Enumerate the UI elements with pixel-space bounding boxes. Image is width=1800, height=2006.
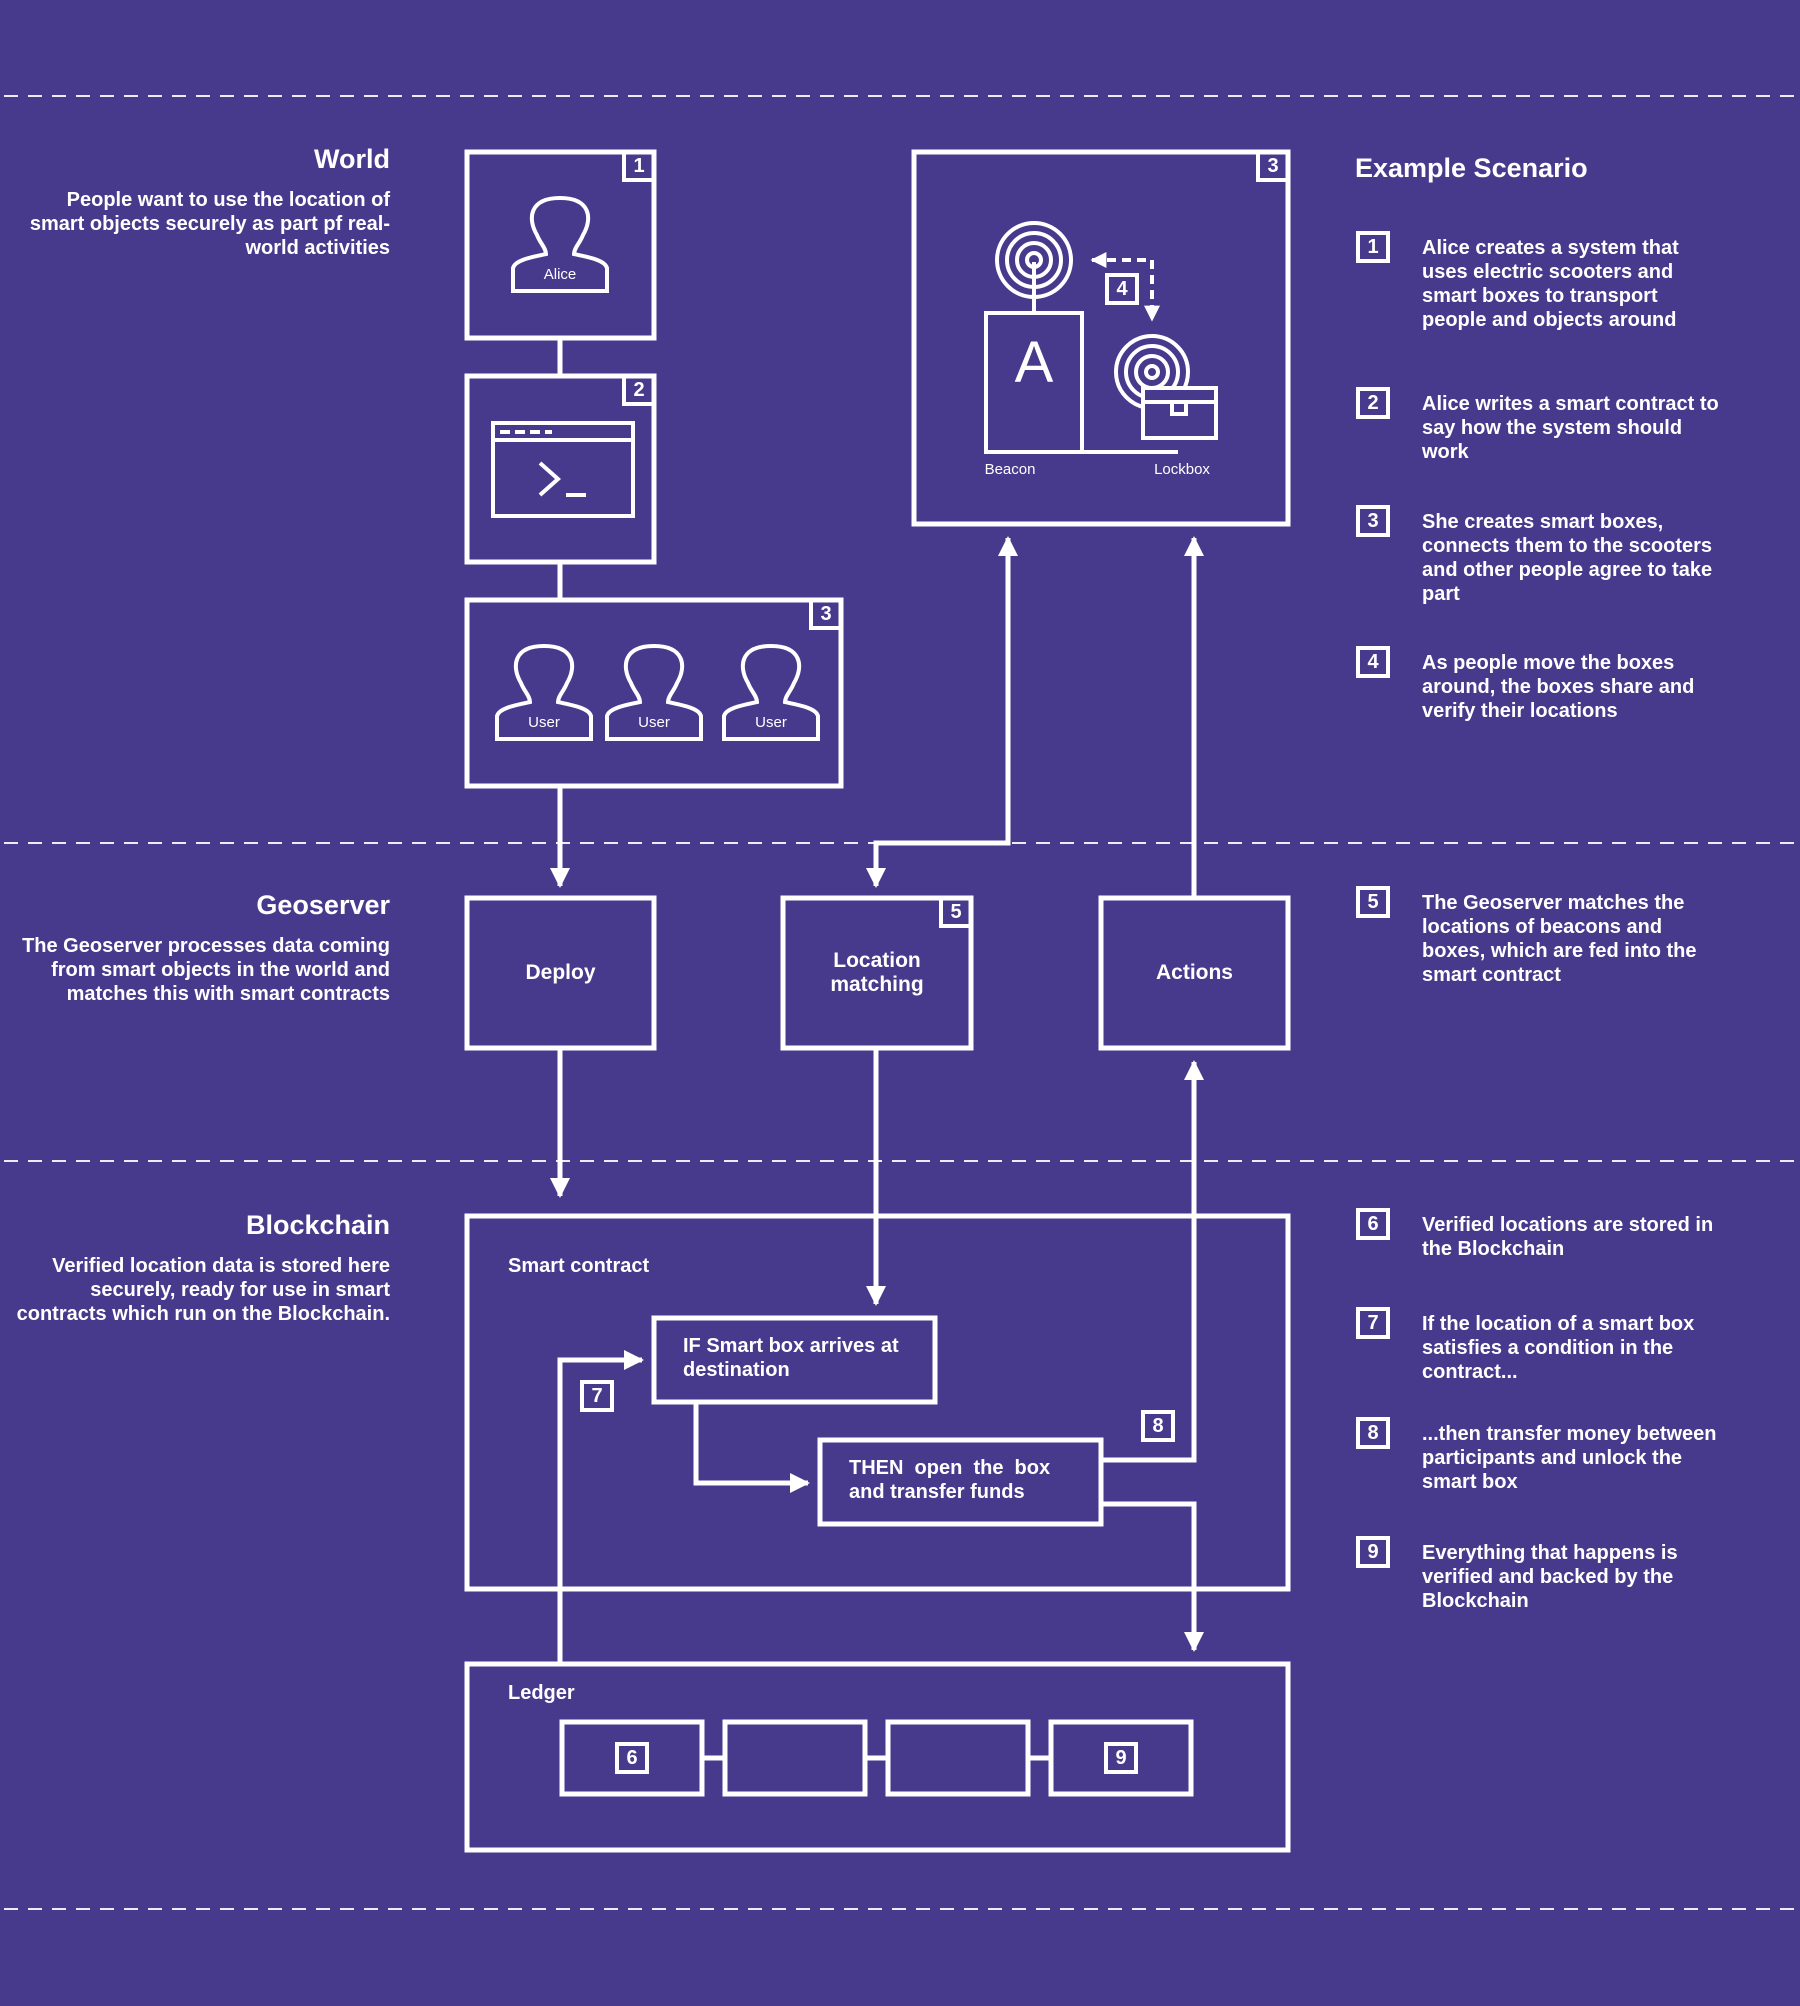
world-section-title: World <box>314 144 390 174</box>
scenario-step-number: 6 <box>1367 1213 1379 1235</box>
scenario-step-number: 9 <box>1367 1541 1379 1563</box>
ledger-block <box>885 1719 1031 1797</box>
location-matching-label: Location matching <box>830 949 924 996</box>
smart-contract-title: Smart contract <box>508 1255 650 1277</box>
blockchain-section-title: Blockchain <box>245 1210 390 1240</box>
alice-box-badge: 1 <box>633 155 645 177</box>
alice-person-icon <box>511 195 609 293</box>
scenario-step-text: Everything that happens is verified and … <box>1422 1542 1678 1612</box>
geoserver-section-description: The Geoserver processes data coming from… <box>22 935 390 1005</box>
scenario-step-number: 7 <box>1367 1312 1379 1334</box>
condition-box <box>651 1315 938 1405</box>
user-label: User <box>638 714 670 731</box>
condition-label: IF Smart box arrives at destination <box>683 1335 899 1381</box>
scenario-number-box <box>1356 1536 1390 1568</box>
beacon-signal-icon <box>995 221 1073 313</box>
user-label: User <box>528 714 560 731</box>
scenario-step-text: Alice creates a system that uses electri… <box>1422 237 1679 331</box>
ledger-block-badge: 9 <box>1115 1747 1127 1769</box>
scenario-number-box <box>1356 1417 1390 1449</box>
user-person-icon <box>495 643 593 741</box>
scenario-step-text: She creates smart boxes, connects them t… <box>1422 511 1713 605</box>
beacon-label: Beacon <box>984 461 1036 478</box>
beacon-lockbox-box <box>911 149 1291 527</box>
badge-8-frame <box>1141 1410 1175 1442</box>
badge-7-frame <box>580 1380 614 1412</box>
location-exchange-arrow <box>1090 252 1160 322</box>
lockbox-icon <box>1141 386 1218 440</box>
user-label: User <box>755 714 787 731</box>
scenario-step-text: The Geoserver matches the locations of b… <box>1422 892 1697 986</box>
smart-contract-box <box>464 1213 1291 1592</box>
scenario-title: Example Scenario <box>1355 153 1588 183</box>
scenario-step-text: As people move the boxes around, the box… <box>1422 652 1695 722</box>
deploy-label: Deploy <box>525 961 596 984</box>
scenario-step-number: 3 <box>1367 510 1379 532</box>
blockchain-section-description: Verified location data is stored here se… <box>16 1255 390 1325</box>
scenario-step-number: 5 <box>1367 891 1379 913</box>
actions-label: Actions <box>1155 961 1233 984</box>
scenario-number-box <box>1356 886 1390 918</box>
action-box <box>817 1437 1104 1527</box>
arrow-ledger-to-condition <box>557 1350 644 1664</box>
users-box <box>464 597 844 789</box>
user-person-icon <box>722 643 820 741</box>
users-box-badge: 3 <box>820 603 832 625</box>
badge-6-frame <box>615 1742 649 1774</box>
scenario-step-text: ...then transfer money between participa… <box>1422 1423 1717 1493</box>
scenario-number-box <box>1356 646 1390 678</box>
world-section-description: People want to use the location of smart… <box>29 189 390 259</box>
arrow-action-to-ledger <box>1101 1501 1204 1652</box>
beacon-letter: A <box>1014 330 1054 395</box>
scenario-step-text: If the location of a smart box satisfies… <box>1422 1313 1695 1383</box>
scenario-step-number: 2 <box>1367 392 1379 414</box>
scenario-step-number: 8 <box>1367 1422 1379 1444</box>
ledger-block-badge: 6 <box>626 1747 638 1769</box>
beacon-lockbox-badge: 3 <box>1267 155 1279 177</box>
scenario-number-box <box>1356 505 1390 537</box>
ledger-block <box>722 1719 868 1797</box>
action-label: THEN open the box and transfer funds <box>849 1457 1056 1503</box>
location-exchange-badge: 4 <box>1116 278 1128 300</box>
scenario-number-box <box>1356 1208 1390 1240</box>
location-matching-badge: 5 <box>950 901 962 923</box>
scenario-step-number: 4 <box>1367 651 1379 673</box>
scenario-step-text: Verified locations are stored in the Blo… <box>1422 1214 1714 1260</box>
lockbox-label: Lockbox <box>1154 461 1210 478</box>
beacon-device <box>984 311 1084 454</box>
scenario-number-box <box>1356 231 1390 263</box>
action-badge: 8 <box>1152 1415 1164 1437</box>
user-person-icon <box>605 643 703 741</box>
alice-box <box>464 149 657 341</box>
ledger-title: Ledger <box>508 1682 575 1704</box>
alice-label: Alice <box>543 266 577 283</box>
arrow-action-to-actions <box>1101 1060 1204 1463</box>
scenario-step-text: Alice writes a smart contract to say how… <box>1422 393 1719 463</box>
terminal-icon <box>491 421 635 518</box>
geoserver-section-title: Geoserver <box>256 890 390 920</box>
arrow-condition-to-action <box>693 1402 810 1493</box>
scenario-step-number: 1 <box>1367 236 1379 258</box>
contract-editor-badge: 2 <box>633 379 645 401</box>
scenario-number-box <box>1356 387 1390 419</box>
contract-editor-box <box>464 373 657 565</box>
ledger-box <box>464 1661 1291 1853</box>
arrow-beacon-location-matching <box>866 536 1018 888</box>
condition-badge: 7 <box>591 1385 603 1407</box>
scenario-number-box <box>1356 1307 1390 1339</box>
badge-9-frame <box>1104 1742 1138 1774</box>
